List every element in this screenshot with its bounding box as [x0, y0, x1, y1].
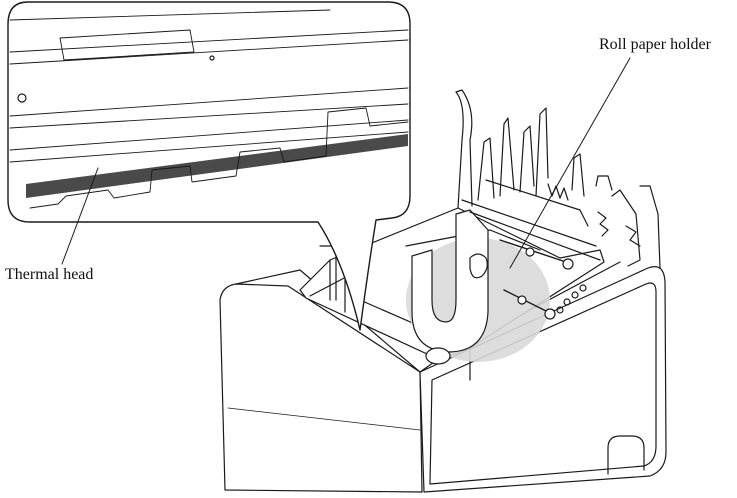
- printer-body: [219, 261, 667, 493]
- leader-line-thermal-head: [61, 167, 99, 265]
- label-thermal-head: Thermal head: [5, 266, 94, 283]
- label-roll-paper-holder: Roll paper holder: [599, 36, 711, 53]
- leader-line-roll-paper-holder: [509, 57, 631, 269]
- open-cover-mechanism: [455, 89, 661, 269]
- roll-paper-holder-area: [406, 209, 574, 365]
- thermal-head-callout: [7, 1, 411, 331]
